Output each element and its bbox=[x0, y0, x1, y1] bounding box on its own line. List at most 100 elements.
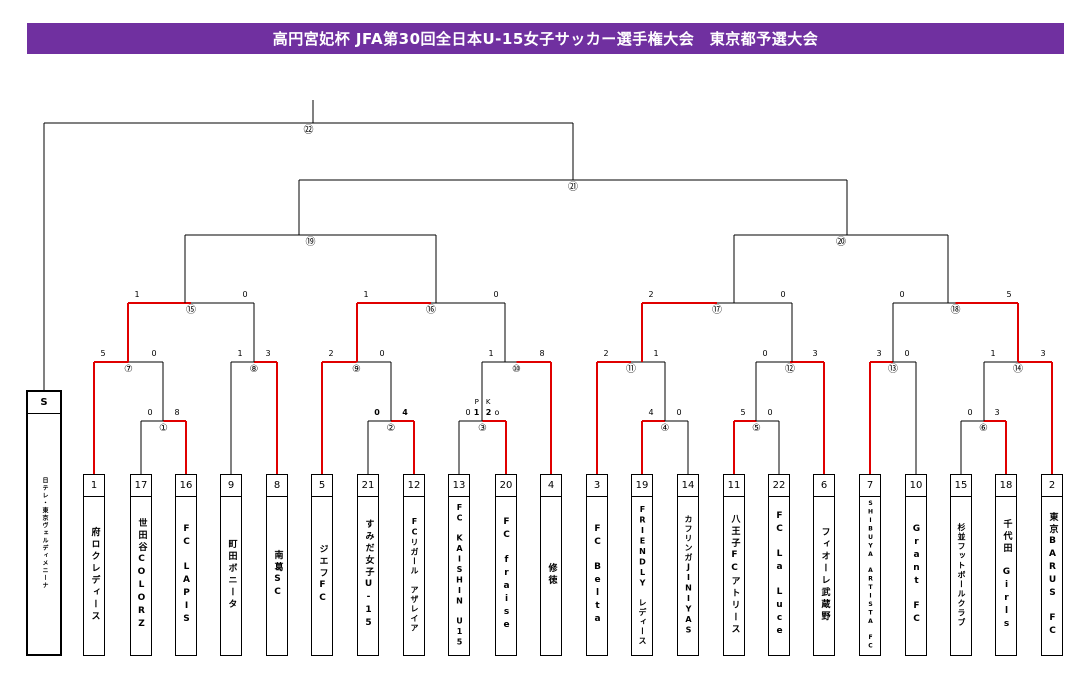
team-box-18-name: 千代田 Girls bbox=[1001, 518, 1012, 632]
team-box-14: 14 カフリンガJINIYAS bbox=[677, 474, 699, 656]
score-m10-left: 1 bbox=[488, 349, 493, 358]
team-box-18: 18 千代田 Girls bbox=[995, 474, 1017, 656]
team-box-16-name: FC LAPIS bbox=[181, 523, 192, 627]
score-m3-left: 0 bbox=[465, 408, 470, 417]
seed-team-box-number: S bbox=[28, 392, 60, 414]
match-label-m13: ⑬ bbox=[888, 363, 898, 375]
team-box-8-number: 8 bbox=[267, 475, 287, 497]
score-m4-right: 0 bbox=[676, 408, 681, 417]
match-label-m21: ㉑ bbox=[568, 181, 578, 193]
tournament-title: 高円宮妃杯 JFA第30回全日本U-15女子サッカー選手権大会 東京都予選大会 bbox=[27, 23, 1064, 54]
score-m7-left: 5 bbox=[100, 349, 105, 358]
score-m4-left: 4 bbox=[648, 408, 653, 417]
match-label-m6: ⑥ bbox=[979, 423, 988, 434]
team-box-11: 11 八王子FCアトリース bbox=[723, 474, 745, 656]
team-box-7-name: SHIBUYA ARTISTA FC bbox=[867, 499, 874, 651]
score-m8-right: 3 bbox=[265, 349, 270, 358]
team-box-17: 17 世田谷COLORZ bbox=[130, 474, 152, 656]
score-m5-right: 0 bbox=[767, 408, 772, 417]
seed-team-box: S 日テレ・東京ヴェルディメニーナ bbox=[26, 390, 62, 656]
team-box-1-name: 府ロクレディース bbox=[89, 527, 100, 623]
score-m15-left: 1 bbox=[134, 290, 139, 299]
team-box-10-name: Grant FC bbox=[911, 523, 922, 627]
score-m14-right: 3 bbox=[1040, 349, 1045, 358]
score-m1-left: 0 bbox=[147, 408, 152, 417]
score-m15-right: 0 bbox=[242, 290, 247, 299]
team-box-17-name: 世田谷COLORZ bbox=[136, 518, 147, 632]
team-box-11-name: 八王子FCアトリース bbox=[729, 514, 740, 636]
score-m18-right: 5 bbox=[1006, 290, 1011, 299]
team-box-18-number: 18 bbox=[996, 475, 1016, 497]
team-box-4-name: 修徳 bbox=[546, 563, 557, 587]
team-box-13-number: 13 bbox=[449, 475, 469, 497]
team-box-22-name: FC La Luce bbox=[774, 511, 785, 639]
match-label-m9: ⑨ bbox=[352, 364, 361, 375]
team-box-14-name: カフリンガJINIYAS bbox=[684, 514, 693, 636]
match-label-m14: ⑭ bbox=[1013, 363, 1023, 375]
team-box-17-number: 17 bbox=[131, 475, 151, 497]
team-box-5-number: 5 bbox=[312, 475, 332, 497]
team-box-20: 20 FC fraise bbox=[495, 474, 517, 656]
score-m12-right: 3 bbox=[812, 349, 817, 358]
score-m9-right: 0 bbox=[379, 349, 384, 358]
match-label-m16: ⑯ bbox=[426, 304, 436, 316]
score-m6-right: 3 bbox=[994, 408, 999, 417]
score-m2-right: 4 bbox=[402, 408, 408, 417]
team-box-5-name: ジエフFC bbox=[317, 544, 328, 606]
team-box-22-number: 22 bbox=[769, 475, 789, 497]
score-m18-left: 0 bbox=[899, 290, 904, 299]
pk-label-m3: P K bbox=[475, 398, 491, 406]
team-box-12-name: FCリガール アザレイア bbox=[410, 517, 419, 633]
score-m9-left: 2 bbox=[328, 349, 333, 358]
team-box-2-name: 東京BARUS FC bbox=[1047, 511, 1058, 639]
team-box-3-name: FC Belta bbox=[592, 523, 603, 627]
team-box-10-number: 10 bbox=[906, 475, 926, 497]
score-m17-left: 2 bbox=[648, 290, 653, 299]
match-label-m11: ⑪ bbox=[626, 363, 636, 375]
match-label-m5: ⑤ bbox=[752, 423, 761, 434]
team-box-15-number: 15 bbox=[951, 475, 971, 497]
score-m12-left: 0 bbox=[762, 349, 767, 358]
team-box-20-name: FC fraise bbox=[501, 517, 512, 633]
match-label-m2: ② bbox=[387, 423, 396, 434]
team-box-9: 9 町田ボニータ bbox=[220, 474, 242, 656]
team-box-6-name: フィオーレ武蔵野 bbox=[819, 527, 830, 623]
match-label-m3: ③ bbox=[478, 423, 487, 434]
match-label-m10: ⑩ bbox=[512, 364, 521, 375]
match-label-m7: ⑦ bbox=[124, 364, 133, 375]
team-box-11-number: 11 bbox=[724, 475, 744, 497]
seed-team-box-name: 日テレ・東京ヴェルディメニーナ bbox=[41, 476, 48, 590]
team-box-22: 22 FC La Luce bbox=[768, 474, 790, 656]
score-m2-left: 0 bbox=[374, 408, 380, 417]
team-box-9-name: 町田ボニータ bbox=[226, 539, 237, 611]
team-box-19-name: FRIENDLY レディース bbox=[638, 504, 647, 646]
team-box-19-number: 19 bbox=[632, 475, 652, 497]
match-label-m18: ⑱ bbox=[951, 304, 961, 316]
score-m10-right: 8 bbox=[539, 349, 544, 358]
match-label-m4: ④ bbox=[661, 423, 670, 434]
score-m6-left: 0 bbox=[967, 408, 972, 417]
team-box-12-number: 12 bbox=[404, 475, 424, 497]
match-label-m1: ① bbox=[159, 423, 168, 434]
score-m1-right: 8 bbox=[174, 408, 179, 417]
match-label-m17: ⑰ bbox=[712, 304, 722, 316]
team-box-3: 3 FC Belta bbox=[586, 474, 608, 656]
team-box-14-number: 14 bbox=[678, 475, 698, 497]
team-box-7-number: 7 bbox=[860, 475, 880, 497]
team-box-20-number: 20 bbox=[496, 475, 516, 497]
score-m13-right: 0 bbox=[904, 349, 909, 358]
team-box-9-number: 9 bbox=[221, 475, 241, 497]
match-label-m12: ⑫ bbox=[785, 363, 795, 375]
score-m14-left: 1 bbox=[990, 349, 995, 358]
team-box-3-number: 3 bbox=[587, 475, 607, 497]
team-box-21-name: すみだ女子U-15 bbox=[363, 519, 374, 631]
match-label-m8: ⑧ bbox=[250, 364, 259, 375]
